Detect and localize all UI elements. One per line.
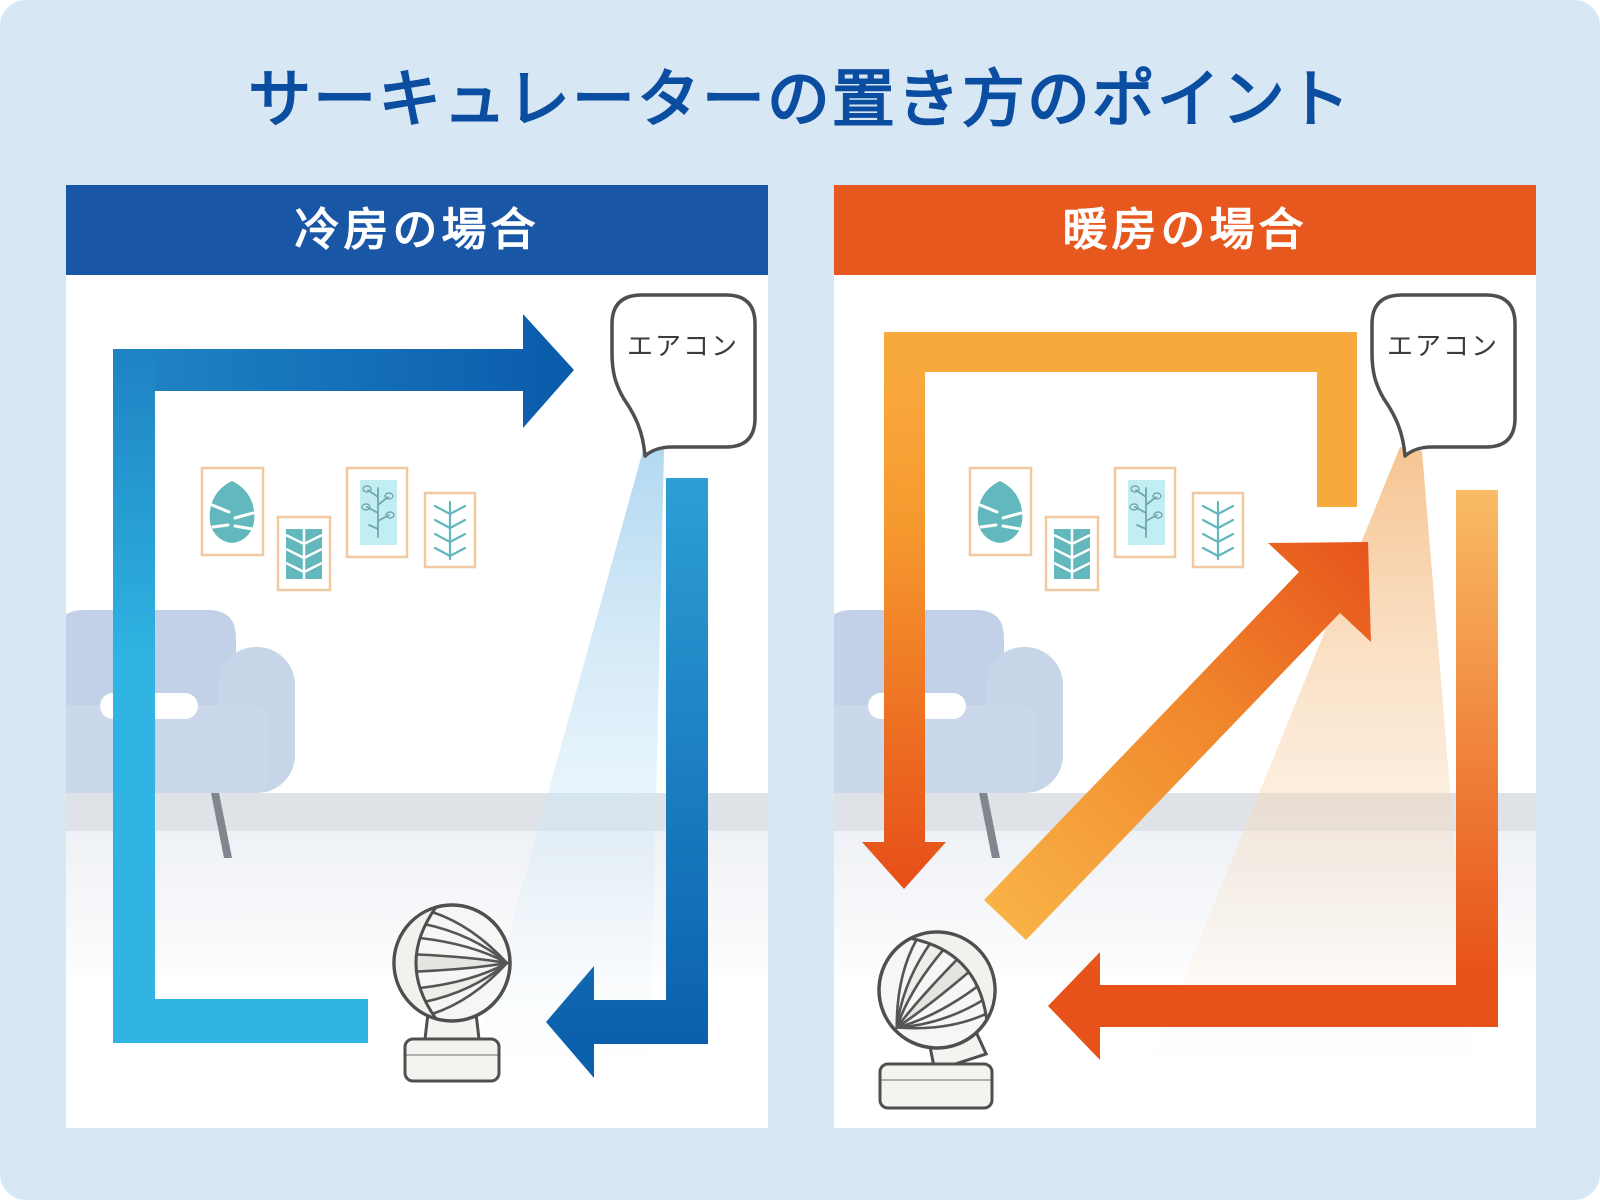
aircon-downdraft-arrow [546, 478, 708, 1078]
circulator-fan-icon [392, 903, 512, 1083]
panel-heating-body: エアコン [834, 275, 1536, 1128]
aircon-label: エアコン [627, 332, 739, 362]
air-conditioner-icon: エアコン [1370, 293, 1517, 458]
wall-art-herringbone-icon [423, 491, 477, 569]
aircon-label: エアコン [1387, 332, 1499, 362]
panel-heating-header: 暖房の場合 [834, 185, 1536, 275]
panel-cooling: 冷房の場合 [66, 185, 768, 1128]
wall-art-icons [200, 466, 477, 592]
wall-art-icons [968, 466, 1245, 592]
wall-art-monstera-icon [200, 466, 265, 557]
heating-room-diagram: エアコン [834, 293, 1536, 1110]
panel-cooling-body: エアコン [66, 275, 768, 1128]
panel-heating: 暖房の場合 [834, 185, 1536, 1128]
circulator-fan-icon [877, 930, 997, 1110]
wall-art-chevron-icon [276, 515, 332, 592]
diagonal-fan-arrow [984, 542, 1371, 940]
ceiling-down-arrow [862, 332, 1357, 889]
warm-air-beam [1152, 447, 1472, 1056]
cold-air-beam [474, 447, 664, 1060]
airflow-loop-arrow [113, 314, 574, 1043]
wall-art-chevron-icon [1044, 515, 1100, 592]
wall-art-monstera-icon [968, 466, 1033, 557]
cooling-room-diagram: エアコン [66, 293, 768, 1083]
wall-art-branch-icon [345, 466, 409, 559]
wall-art-branch-icon [1113, 466, 1177, 559]
page-title: サーキュレーターの置き方のポイント [248, 63, 1352, 136]
wall-art-herringbone-icon [1191, 491, 1245, 569]
air-conditioner-icon: エアコン [610, 293, 757, 458]
panel-cooling-header: 冷房の場合 [66, 185, 768, 275]
floor-return-arrow [1048, 490, 1498, 1060]
